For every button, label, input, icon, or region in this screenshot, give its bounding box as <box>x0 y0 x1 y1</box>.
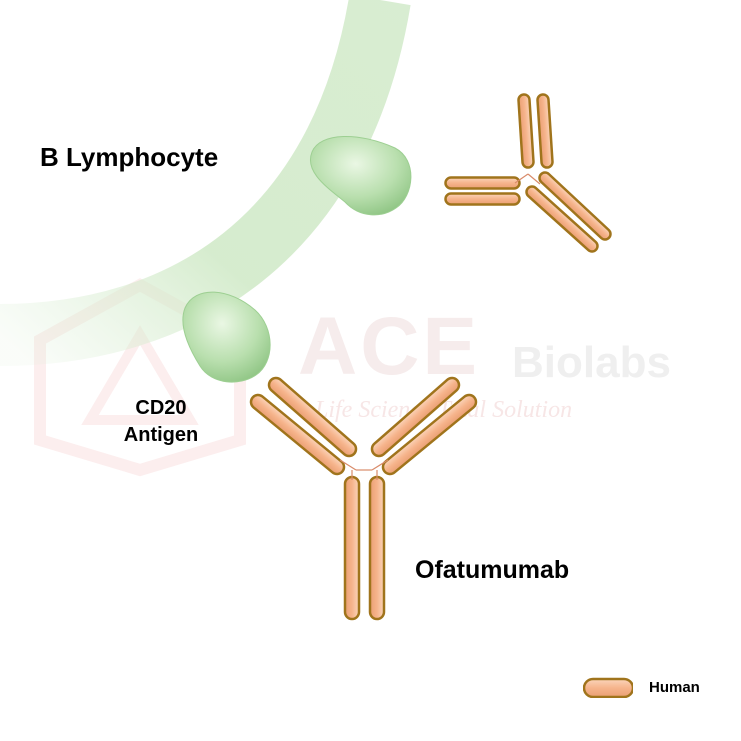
small-chain-left-bottom <box>444 192 521 206</box>
antigen-label-line1: CD20 <box>135 397 187 419</box>
light-chain-left <box>267 376 358 458</box>
heavy-chain-stem-left <box>343 475 361 621</box>
cd20-antigen-bottom <box>182 291 271 383</box>
heavy-chain-stem-right <box>368 475 386 621</box>
light-chain-right <box>370 376 461 458</box>
watermark-brand: ACE <box>298 301 481 392</box>
antibody-ofatumumab <box>249 376 478 621</box>
cd20-antigen-top <box>309 135 412 216</box>
antibody-small <box>444 93 612 253</box>
cell-membrane <box>0 0 411 366</box>
small-chain-up-left <box>517 93 535 169</box>
disulfide-bond <box>339 459 357 471</box>
heavy-chain-arm-right <box>381 393 478 476</box>
cell-label: B Lymphocyte <box>40 142 219 172</box>
watermark-brand-suffix: Biolabs <box>512 338 671 387</box>
legend-swatch-human <box>583 677 633 698</box>
disulfide-bond <box>527 173 541 185</box>
antibody-label: Ofatumumab <box>415 556 570 584</box>
antigen-label: CD20 Antigen <box>118 395 204 449</box>
small-chain-left-top <box>444 176 521 190</box>
disulfide-bond <box>371 459 389 471</box>
disulfide-bond <box>514 173 529 184</box>
legend-label-human: Human <box>649 679 700 696</box>
small-chain-up-right <box>536 93 554 169</box>
heavy-chain-arm-left <box>249 393 346 476</box>
small-chain-diag-bottom <box>525 185 599 253</box>
antigen-label-line2: Antigen <box>123 424 199 446</box>
small-chain-diag-top <box>538 171 612 241</box>
